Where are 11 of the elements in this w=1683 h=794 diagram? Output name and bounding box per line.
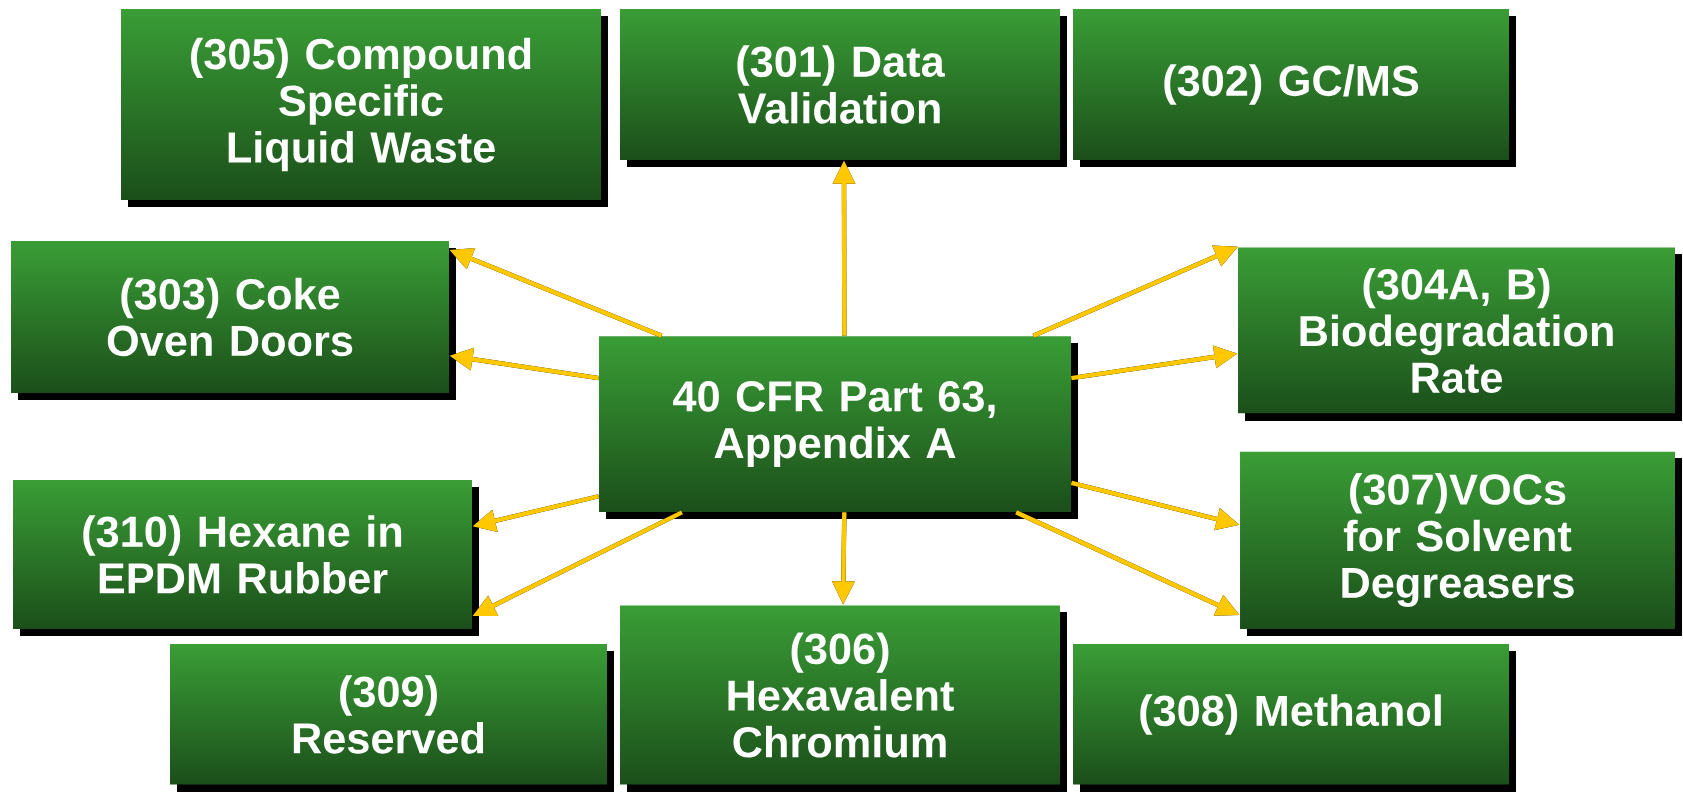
method-box: (308) Methanol [1073,644,1516,792]
method-box: (304A, B) Biodegradation Rate [1238,247,1682,421]
method-box: (301) Data Validation [620,9,1067,167]
method-box: (306) Hexavalent Chromium [620,605,1067,792]
method-box: (310) Hexane in EPDM Rubber [13,480,479,636]
method-box: (303) Coke Oven Doors [11,241,456,400]
method-box: (302) GC/MS [1073,9,1516,167]
hub-box: 40 CFR Part 63, Appendix A [599,336,1078,519]
method-box: (305) Compound Specific Liquid Waste [121,9,608,207]
method-box: (309) Reserved [170,644,614,792]
method-box: (307)VOCs for Solvent Degreasers [1240,451,1682,636]
